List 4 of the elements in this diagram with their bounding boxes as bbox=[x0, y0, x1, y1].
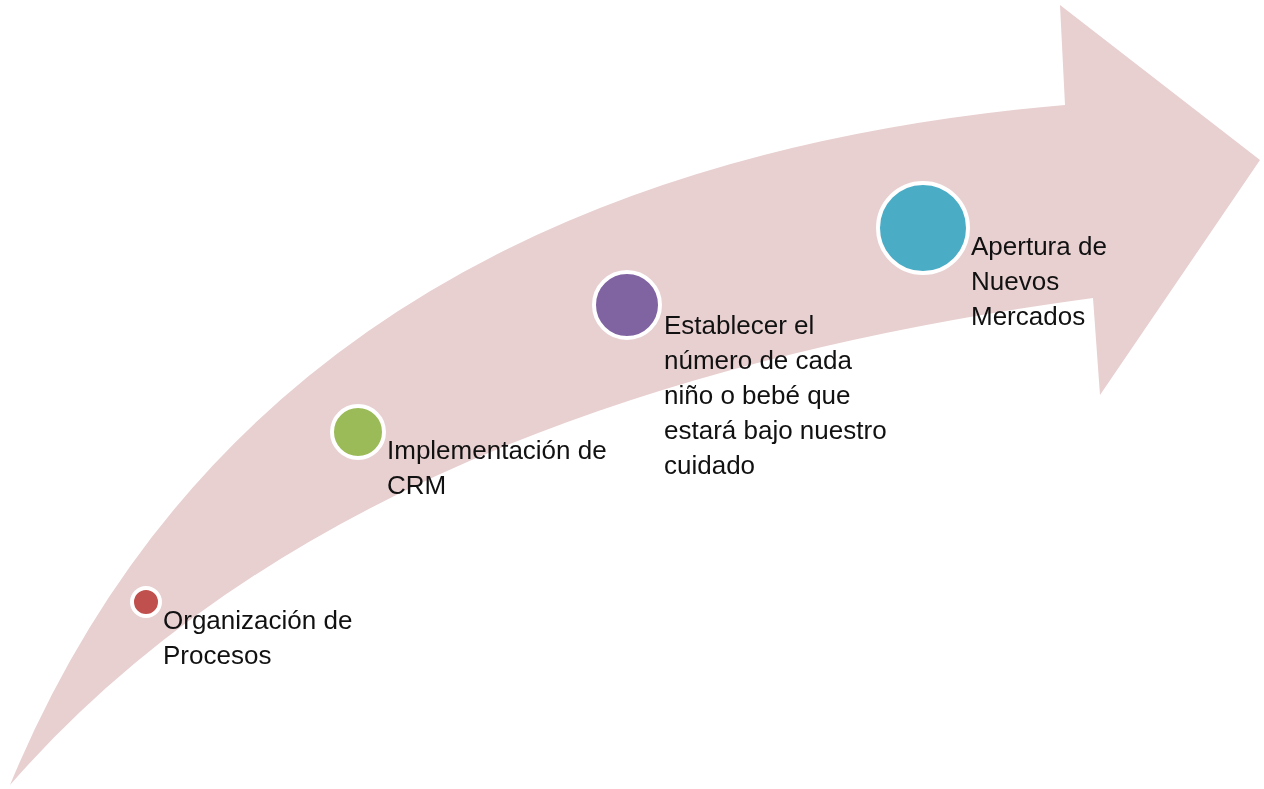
step-label: Organización de Procesos bbox=[163, 604, 354, 672]
step-label: Establecer el número de cada niño o bebé que estará bajo nuestro cuidado bbox=[664, 309, 888, 482]
step-label: Implementación de CRM bbox=[387, 434, 608, 502]
step-label: Apertura de Nuevos Mercados bbox=[971, 230, 1108, 333]
